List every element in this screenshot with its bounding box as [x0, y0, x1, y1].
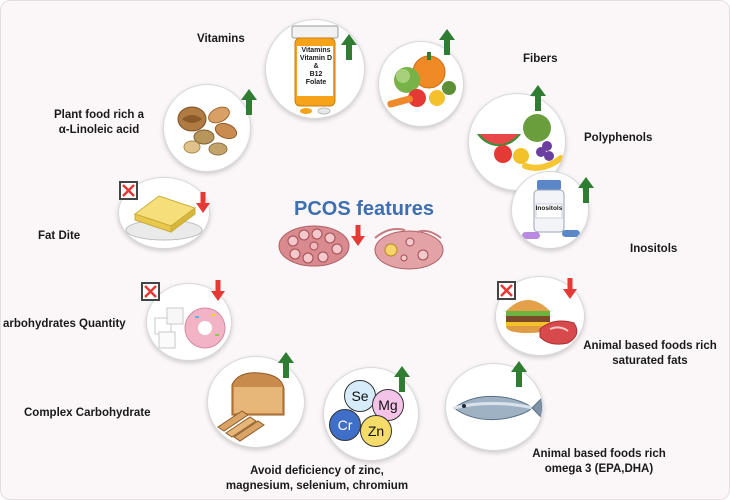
label-vitamins: Vitamins — [197, 33, 245, 45]
label-animal-saturated-line-2: saturated fats — [612, 355, 688, 367]
arrow-up-icon — [278, 352, 294, 378]
label-avoid-line-1: Avoid deficiency of zinc, — [250, 465, 384, 477]
mineral-se: Se — [344, 380, 376, 412]
vitamins-circle — [265, 19, 365, 119]
label-animal-omega-line-1: Animal based foods rich — [532, 448, 666, 460]
arrow-down-icon — [563, 278, 577, 300]
vitamin-bottle-text-5: Folate — [305, 79, 327, 86]
arrow-up-icon — [578, 177, 594, 203]
fat-diet-circle — [118, 177, 210, 249]
arrow-up-icon — [341, 34, 357, 60]
label-complex-carb: Complex Carbohydrate — [24, 407, 151, 419]
fibers-circle — [378, 41, 464, 127]
arrow-up-icon — [439, 29, 455, 55]
cross-box-icon — [497, 281, 516, 300]
arrow-up-icon — [511, 361, 527, 387]
animal-omega-circle — [445, 363, 543, 451]
carb-quantity-circle — [146, 283, 232, 361]
arrow-down-icon — [196, 192, 210, 214]
ovary-icon-normal — [374, 228, 444, 270]
arrow-down-icon — [211, 280, 225, 302]
diagram-title: PCOS features — [294, 198, 435, 220]
label-plant-food-line-2: α-Linoleic acid — [58, 124, 140, 136]
inositol-bottle-text: Inositols — [535, 205, 563, 212]
vitamin-bottle-text-2: Vitamin D — [299, 55, 333, 62]
arrow-up-icon — [394, 366, 410, 392]
ovary-icon-pcos — [278, 225, 350, 267]
plant-food-circle — [163, 84, 251, 172]
arrow-up-icon — [241, 89, 257, 115]
label-polyphenols: Polyphenols — [584, 132, 653, 144]
vitamin-bottle-text-4: B12 — [309, 71, 323, 78]
cross-box-icon — [119, 181, 138, 200]
label-inositols: Inositols — [630, 243, 678, 255]
cross-box-icon — [141, 282, 160, 301]
arrow-down-icon — [351, 225, 365, 247]
vitamin-bottle-text-3: & — [313, 63, 319, 70]
label-fat-diet: Fat Dite — [38, 230, 81, 242]
inositols-circle — [511, 171, 589, 249]
mineral-cr: Cr — [329, 409, 361, 441]
label-plant-food-line-1: Plant food rich a — [53, 109, 145, 121]
label-animal-omega-line-2: omega 3 (EPA,DHA) — [544, 463, 654, 475]
vitamin-bottle-text-1: Vitamins — [301, 47, 331, 54]
polyphenols-circle — [468, 93, 566, 191]
label-carb-quantity: arbohydrates Quantity — [3, 318, 126, 330]
label-avoid-line-2: magnesium, selenium, chromium — [225, 480, 409, 492]
arrow-up-icon — [530, 85, 546, 111]
mineral-zn: Zn — [360, 415, 392, 447]
label-animal-saturated-line-1: Animal based foods rich — [583, 340, 717, 352]
label-fibers: Fibers — [523, 53, 558, 65]
